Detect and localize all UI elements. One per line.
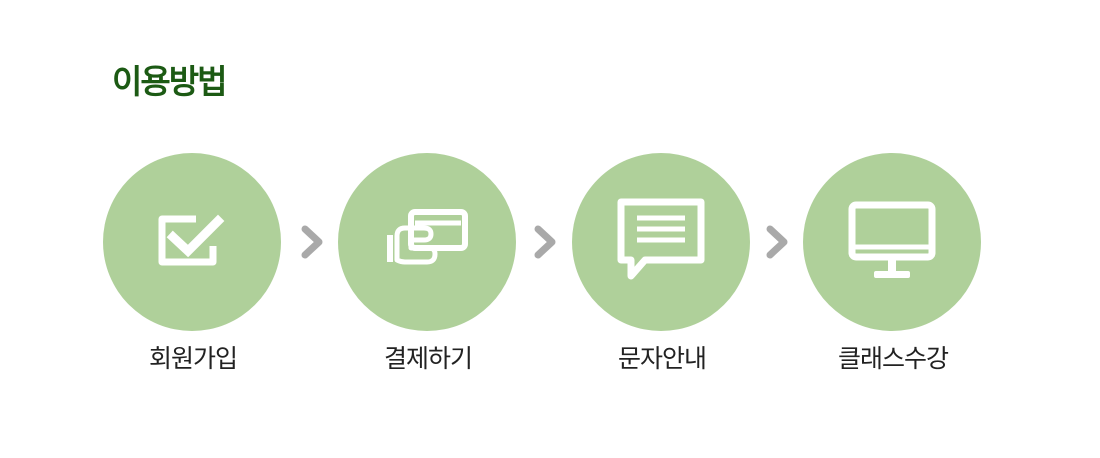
monitor-icon xyxy=(848,201,936,278)
step-label: 회원가입 xyxy=(148,344,238,373)
step-label: 문자안내 xyxy=(617,344,707,373)
step-circle xyxy=(803,153,981,331)
chevron-right-icon xyxy=(301,225,323,259)
step-payment: 결제하기 xyxy=(338,153,518,373)
chevron-right-icon xyxy=(766,225,788,259)
step-circle xyxy=(103,153,281,331)
chevron-right-icon xyxy=(534,225,556,259)
step-label: 결제하기 xyxy=(383,344,473,373)
message-icon xyxy=(617,198,705,280)
card-payment-icon xyxy=(387,209,468,265)
step-sms-notice: 문자안내 xyxy=(572,153,752,373)
step-circle xyxy=(338,153,516,331)
page-title: 이용방법 xyxy=(112,62,227,101)
step-circle xyxy=(572,153,750,331)
step-label: 클래스수강 xyxy=(837,344,949,373)
checkbox-icon xyxy=(158,214,225,266)
step-signup: 회원가입 xyxy=(103,153,283,373)
step-class-attend: 클래스수강 xyxy=(803,153,983,373)
